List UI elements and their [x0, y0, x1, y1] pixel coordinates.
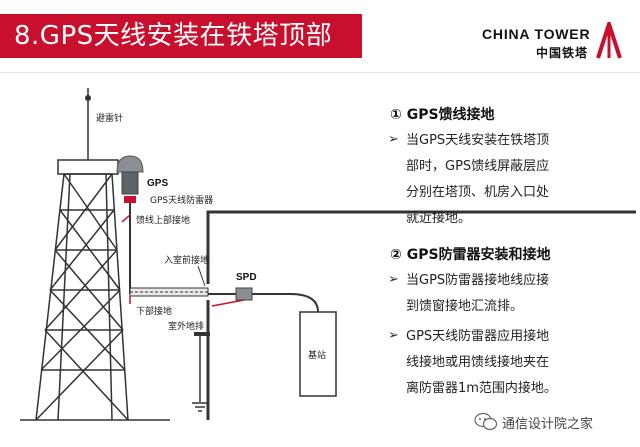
- feeder-to-base-station: [252, 293, 319, 313]
- outdoor-ground-bar: [194, 332, 210, 336]
- lightning-rod-tip: [85, 95, 91, 101]
- label-gps-arrester: GPS天线防雷器: [150, 194, 213, 206]
- section2-heading: ② GPS防雷器安装和接地: [390, 247, 551, 263]
- watermark-text: 通信设计院之家: [502, 417, 594, 432]
- ground-symbol-icon: [192, 402, 208, 412]
- header-divider: [0, 72, 640, 73]
- label-entry-window-ground: 入室前接地: [164, 254, 209, 266]
- spd-ground-wire: [211, 299, 245, 307]
- page-title: 8.GPS天线安装在铁塔顶部: [14, 21, 333, 51]
- wechat-icon: [474, 412, 498, 431]
- spd-box: [235, 287, 253, 301]
- bullet-text: 当GPS天线安装在铁塔顶 部时，GPS馈线屏蔽层应 分别在塔顶、机房入口处 就近…: [406, 128, 606, 232]
- label-feeder-top-ground: 馈线上部接地: [136, 214, 190, 226]
- bullet-line: 离防雷器1m范围内接地。: [406, 381, 557, 396]
- bullet-line: 到馈窗接地汇流排。: [406, 299, 524, 314]
- bullet-line: 部时，GPS馈线屏蔽层应: [406, 159, 550, 174]
- label-base-station: 基站: [308, 349, 326, 361]
- base-station-cabinet: [299, 311, 337, 397]
- label-outdoor-ground-bar: 室外地排: [168, 320, 204, 332]
- building-wall: [206, 210, 636, 284]
- entry-ground-pointer: [197, 265, 206, 287]
- title-bar: [0, 14, 362, 58]
- bullet-arrow-icon: ➢: [388, 272, 399, 287]
- lattice-tower: [35, 159, 129, 421]
- bullet-line: 当GPS天线安装在铁塔顶: [406, 133, 550, 148]
- bullet-arrow-icon: ➢: [388, 132, 399, 147]
- bullet-line: 线接地或用馈线接地夹在: [406, 355, 550, 370]
- gps-antenna-icon: [116, 155, 144, 195]
- bullet-line: GPS天线防雷器应用接地: [406, 329, 550, 344]
- china-tower-logo: CHINA TOWER 中国铁塔: [476, 20, 626, 62]
- watermark: 通信设计院之家: [468, 410, 634, 434]
- label-lightning-rod: 避雷针: [96, 112, 123, 124]
- feeder-top-ground-wire: [121, 214, 131, 223]
- section1-heading: ① GPS馈线接地: [390, 107, 495, 123]
- tower-logo-icon: [596, 22, 622, 59]
- bullet-text: 当GPS防雷器接地线应接 到馈窗接地汇流排。: [406, 268, 606, 320]
- bullet-line: 分别在塔顶、机房入口处: [406, 185, 550, 200]
- bullet-line: 就近接地。: [406, 211, 472, 226]
- bullet-text: GPS天线防雷器应用接地 线接地或用馈线接地夹在 离防雷器1m范围内接地。: [406, 324, 606, 402]
- logo-name-cn: 中国铁塔: [536, 46, 589, 60]
- bullet-line: 当GPS防雷器接地线应接: [406, 273, 550, 288]
- bullet-arrow-icon: ➢: [388, 328, 399, 343]
- label-lower-ground: 下部接地: [136, 305, 172, 317]
- label-gps: GPS: [147, 178, 168, 189]
- logo-name-en: CHINA TOWER: [482, 26, 591, 42]
- gps-arrester: [124, 196, 136, 203]
- label-spd: SPD: [236, 272, 257, 283]
